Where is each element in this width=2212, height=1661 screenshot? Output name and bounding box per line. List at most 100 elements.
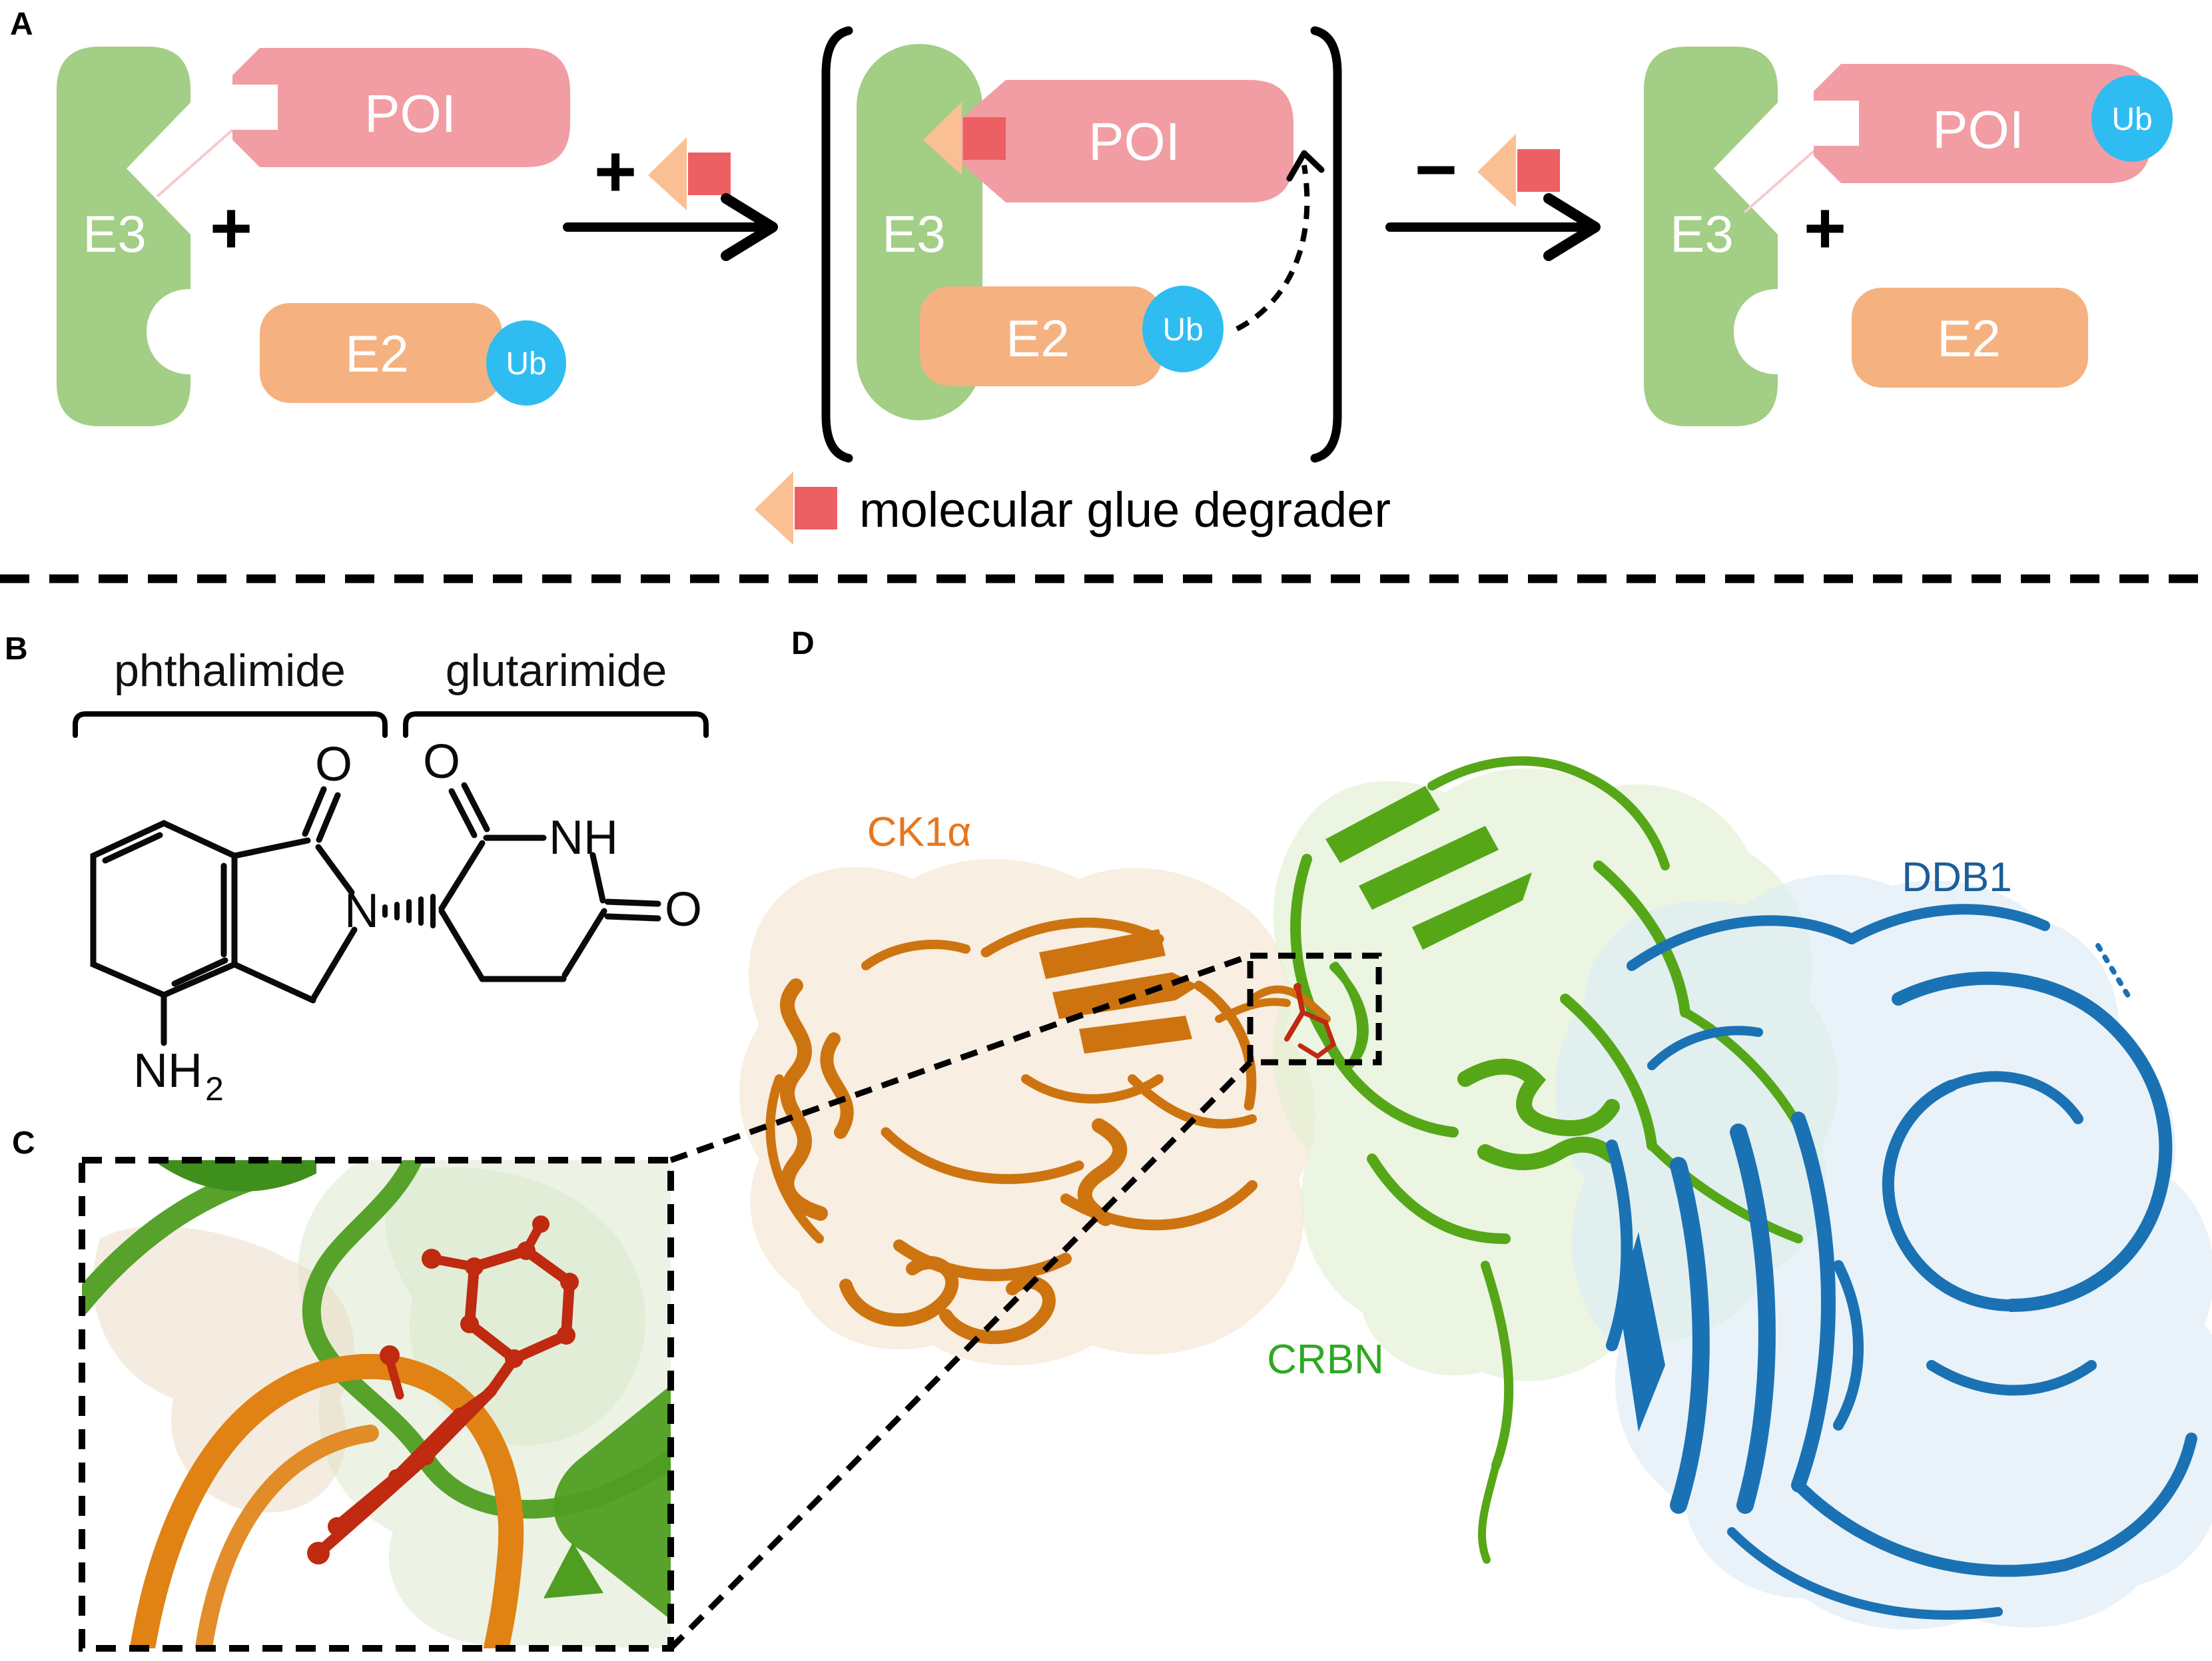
plus-sign: +	[594, 131, 637, 212]
ribbon-stroke	[1560, 994, 1657, 1151]
ribbon-stroke	[1215, 998, 1291, 1023]
ck1a-ribbon-near-site	[1248, 985, 1331, 1023]
ribbon-stroke	[1727, 1527, 2003, 1620]
atom-label: N	[344, 884, 379, 938]
ub-badge	[1142, 286, 1224, 372]
ribbon-stroke	[881, 1127, 1084, 1184]
ck1a-loop-tube	[194, 1425, 379, 1648]
ck1a-loop-tube	[129, 1353, 524, 1648]
ribbon-stroke	[1627, 915, 1857, 971]
bond	[315, 844, 355, 896]
ribbon-stroke	[1670, 1157, 1710, 1514]
stereo-hash-wedge	[382, 894, 436, 928]
ribbon-stroke	[1457, 1058, 1620, 1136]
panel-d-letter: D	[791, 626, 815, 661]
ribbon-stroke	[1882, 1080, 1958, 1218]
e2-shape	[920, 286, 1162, 386]
zoom-connector-line	[668, 1060, 1253, 1651]
legend-glue-icon	[755, 472, 837, 545]
bond	[302, 786, 327, 837]
ub-label: Ub	[506, 346, 546, 382]
ribbon-strip	[1412, 872, 1532, 950]
ddb1-surface	[1555, 874, 2212, 1630]
ribbon-stroke	[1926, 1360, 2097, 1396]
product-components-group: E3 POI Ub E2 +	[1644, 47, 2173, 426]
inset-content	[82, 1160, 671, 1648]
poi-e3-hint-line	[156, 129, 234, 198]
ribbon-stroke	[765, 1074, 824, 1243]
bond	[604, 913, 661, 922]
phthalimide-bracket	[73, 711, 388, 738]
plus-sign: +	[1804, 187, 1846, 269]
ribbon-stroke	[1427, 756, 1583, 791]
ribbon-stroke	[1367, 1154, 1511, 1244]
glutarimide-label: glutarimide	[446, 645, 667, 696]
bond	[589, 852, 606, 904]
ligand-ball-and-stick	[307, 1215, 579, 1564]
e2-shape	[1852, 288, 2088, 388]
ribbon-stroke	[980, 917, 1164, 958]
e2-shape	[260, 303, 502, 403]
panel-c-letter: C	[12, 1126, 35, 1161]
ubiquitin-transfer-arrowhead	[1286, 150, 1325, 182]
ubiquitin-transfer-arrow	[1236, 165, 1310, 332]
ribbon-stroke	[1647, 1026, 1763, 1070]
ribbon-strip	[1039, 929, 1166, 979]
atom-label: O	[423, 735, 460, 789]
bond	[561, 908, 607, 978]
zoom-connector-line	[669, 952, 1252, 1163]
bond	[316, 792, 341, 843]
crbn-ribbon-arrowhead	[544, 1542, 603, 1598]
ribbon-stroke	[820, 1032, 854, 1139]
plus-sign: +	[210, 187, 252, 269]
legend: molecular glue degrader	[755, 472, 1391, 545]
bond	[171, 957, 228, 987]
bond	[231, 837, 311, 859]
crbn-loop-tube-cap	[153, 1160, 316, 1191]
bond	[438, 908, 486, 982]
inset-box	[79, 1157, 674, 1652]
protein-surface	[385, 1167, 645, 1446]
ck1a-label: CK1α	[867, 809, 971, 855]
ribbon-stroke	[1792, 1479, 2071, 1577]
ribbon-stroke	[1606, 1140, 1633, 1351]
bracket-right	[1310, 26, 1342, 463]
ribbon-stroke	[1946, 1071, 2083, 1124]
ribbon-stroke	[1846, 904, 2050, 944]
e3-label: E3	[882, 204, 945, 263]
poi-e3-hint-line	[1743, 145, 1821, 214]
ub-badge	[2091, 75, 2173, 162]
zoom-target-box	[1247, 952, 1382, 1066]
ribbon-stroke	[1791, 1112, 1836, 1493]
panel-a: A E3 POI E2 Ub + + E3	[0, 7, 2212, 583]
reaction-arrow-1-head	[721, 193, 778, 261]
binding-site	[1248, 963, 1369, 1066]
ribbon-stroke	[1021, 1074, 1164, 1104]
crbn-label: CRBN	[1267, 1337, 1384, 1383]
panel-a-letter: A	[10, 7, 33, 42]
panel-c: C	[12, 1126, 674, 1652]
phthalimide-label: phthalimide	[114, 645, 346, 696]
e2-label: E2	[1937, 309, 2000, 368]
ribbon-stroke	[2095, 943, 2131, 998]
ligand-ball	[1293, 983, 1301, 991]
ddb1-label: DDB1	[1902, 854, 2012, 900]
panel-b: B phthalimide glutarimide O N	[5, 631, 709, 1108]
bond	[438, 840, 486, 912]
poi-label: POI	[1932, 100, 2024, 159]
ribbon-strip	[1079, 1016, 1192, 1054]
molecular-glue-icon	[648, 137, 731, 210]
bond	[102, 832, 163, 864]
crbn-ribbon	[553, 1385, 671, 1620]
ribbon-stroke	[2059, 1433, 2197, 1571]
ribbon-stroke	[1886, 1206, 2018, 1311]
crbn-ribbon-near-site	[1329, 963, 1369, 1066]
glutarimide-bracket	[403, 711, 709, 738]
ribbon-strip	[1325, 786, 1440, 863]
ribbon-stroke	[1730, 1124, 1776, 1514]
poi-label: POI	[364, 84, 456, 143]
ribbon-stroke	[1647, 1141, 1803, 1243]
ribbon-stroke	[1574, 768, 1670, 870]
ub-label: Ub	[2111, 102, 2152, 137]
